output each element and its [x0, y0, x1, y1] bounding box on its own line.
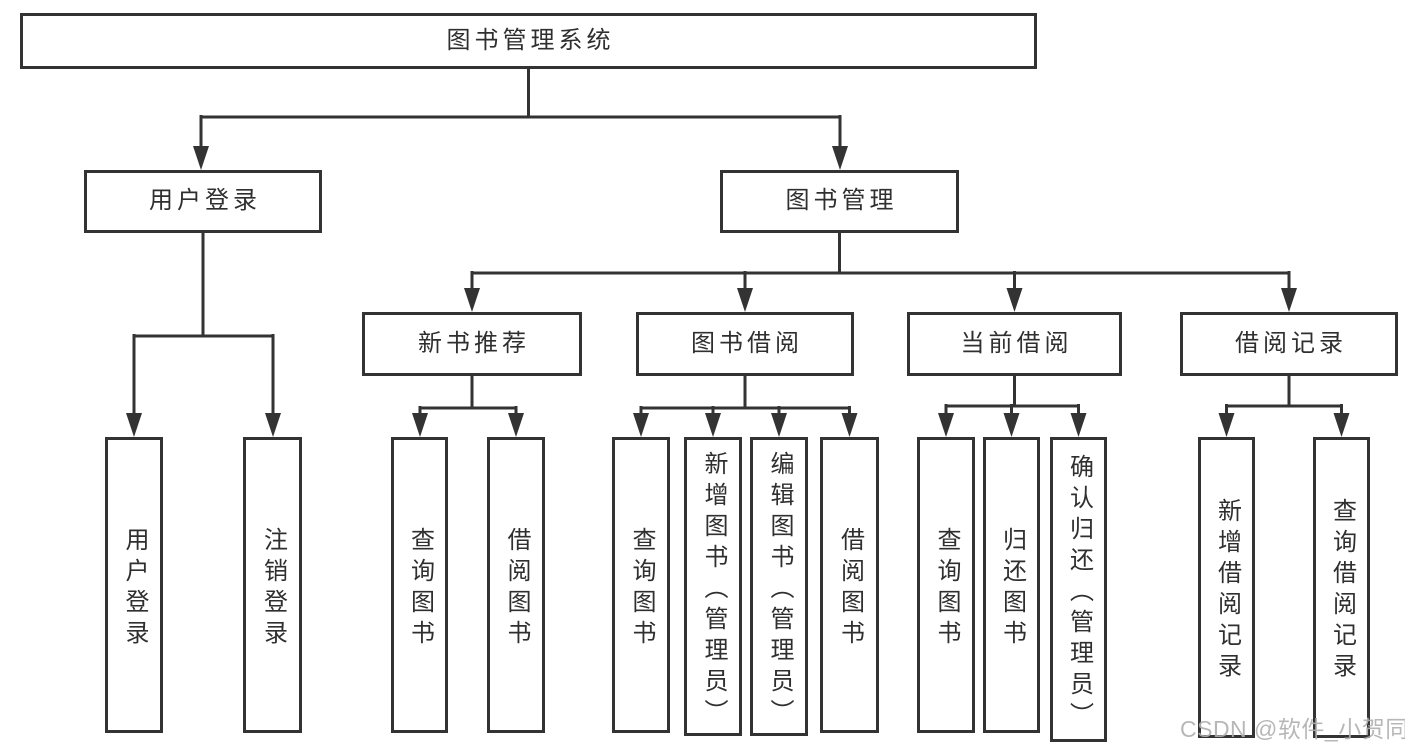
node-label: 注销登录 — [259, 526, 287, 651]
leaf-current-query-books: 查询图书 — [917, 437, 975, 733]
node-label: 新书推荐 — [418, 329, 530, 357]
node-user-login-module: 用户登录 — [84, 170, 322, 233]
node-label: 新增图书（管理员） — [700, 450, 727, 730]
arrow-down-icon — [633, 413, 649, 437]
node-label: 借阅图书 — [836, 526, 864, 651]
arrow-down-icon — [737, 288, 753, 312]
node-label: 查询图书 — [628, 526, 655, 651]
arrow-down-icon — [1003, 413, 1020, 437]
arrow-down-icon — [126, 413, 142, 437]
arrow-down-icon — [412, 413, 428, 437]
connector-new-book-to-leaves — [412, 376, 524, 437]
leaf-current-return-books: 归还图书 — [983, 437, 1040, 733]
node-book-management-module: 图书管理 — [720, 170, 959, 233]
arrow-down-icon — [705, 413, 721, 437]
connector-records-to-leaves — [1218, 376, 1350, 437]
node-current-borrow: 当前借阅 — [907, 312, 1122, 376]
leaf-user-login: 用户登录 — [105, 437, 163, 733]
node-label: 查询图书 — [406, 526, 434, 651]
connector-user-login-to-leaves — [126, 233, 281, 437]
leaf-current-confirm-return-admin: 确认归还（管理员） — [1050, 437, 1107, 742]
leaf-borrow-query-books: 查询图书 — [612, 437, 670, 733]
leaf-newbook-query-books: 查询图书 — [391, 437, 448, 733]
leaf-borrow-add-books-admin: 新增图书（管理员） — [684, 437, 742, 736]
node-label: 借阅记录 — [1235, 329, 1347, 357]
node-label: 归还图书 — [998, 526, 1026, 651]
arrow-down-icon — [464, 288, 480, 312]
node-label: 查询借阅记录 — [1328, 498, 1356, 684]
node-label: 新增借阅记录 — [1213, 498, 1241, 684]
arrow-down-icon — [938, 413, 954, 437]
leaf-logout: 注销登录 — [243, 437, 302, 733]
arrow-down-icon — [1281, 288, 1297, 312]
connector-current-to-leaves — [938, 376, 1087, 437]
node-new-book-recommend: 新书推荐 — [362, 312, 582, 376]
leaf-records-query-record: 查询借阅记录 — [1313, 437, 1370, 738]
arrow-down-icon — [771, 413, 787, 437]
node-label: 确认归还（管理员） — [1065, 453, 1093, 733]
arrow-down-icon — [508, 413, 524, 437]
arrow-down-icon — [265, 413, 281, 437]
node-label: 编辑图书（管理员） — [766, 450, 793, 730]
connector-root-to-level2 — [193, 69, 848, 170]
node-root-system: 图书管理系统 — [20, 13, 1037, 69]
arrow-down-icon — [832, 146, 848, 170]
node-label: 用户登录 — [121, 526, 148, 651]
arrow-down-icon — [193, 146, 209, 170]
node-label: 图书借阅 — [691, 329, 803, 357]
connector-borrow-to-leaves — [633, 376, 858, 437]
node-label: 查询图书 — [933, 526, 960, 651]
arrow-down-icon — [1218, 413, 1235, 437]
arrow-down-icon — [1070, 413, 1087, 437]
node-label: 借阅图书 — [503, 526, 530, 651]
leaf-records-add-record: 新增借阅记录 — [1198, 437, 1255, 738]
arrow-down-icon — [1333, 413, 1350, 437]
leaf-newbook-borrow-books: 借阅图书 — [487, 437, 545, 733]
node-label: 图书管理系统 — [446, 26, 615, 54]
leaf-borrow-edit-books-admin: 编辑图书（管理员） — [750, 437, 808, 736]
leaf-borrow-borrow-books: 借阅图书 — [820, 437, 879, 733]
node-label: 图书管理 — [785, 187, 898, 215]
connector-book-mgmt-to-level3 — [464, 233, 1297, 312]
arrow-down-icon — [1006, 288, 1023, 312]
node-book-borrow: 图书借阅 — [636, 312, 854, 376]
node-label: 用户登录 — [149, 187, 261, 215]
csdn-watermark: CSDN @软件_小贺同学 — [1180, 716, 1405, 742]
node-label: 当前借阅 — [960, 329, 1073, 357]
arrow-down-icon — [841, 413, 858, 437]
node-borrow-records: 借阅记录 — [1180, 312, 1398, 376]
